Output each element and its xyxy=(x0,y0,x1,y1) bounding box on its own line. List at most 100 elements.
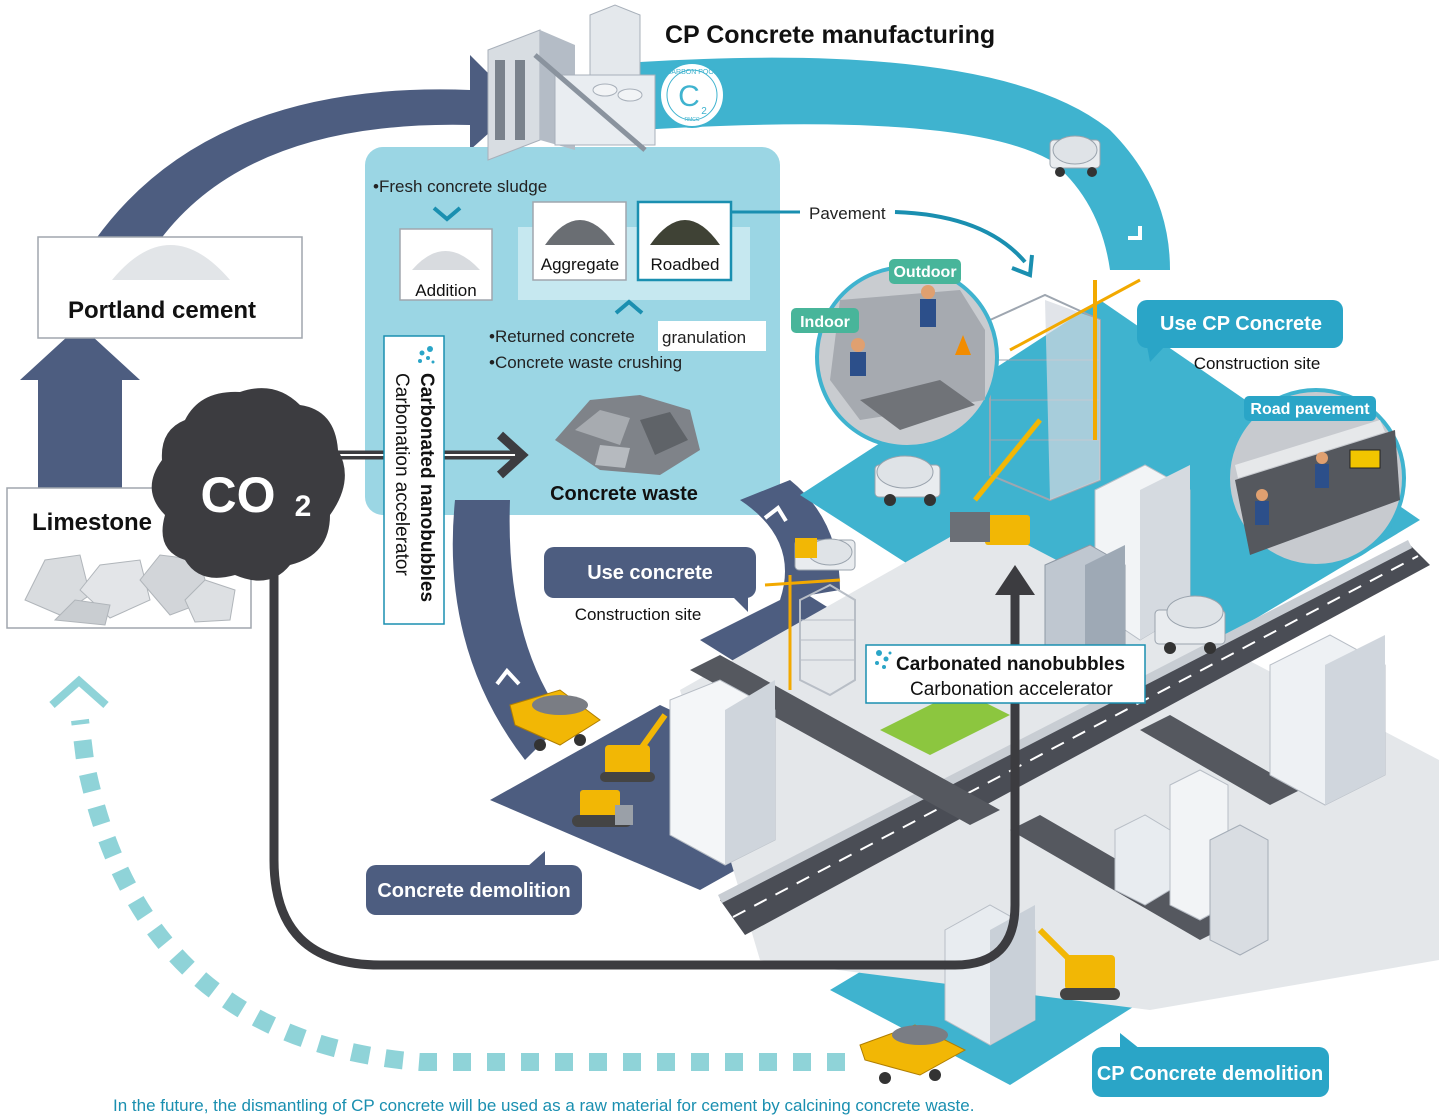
roadbed-card: Roadbed xyxy=(636,200,733,282)
pavement-arrow xyxy=(894,210,1027,264)
use-cp-concrete-subtitle: Construction site xyxy=(1194,354,1321,373)
nanobubbles-vertical-title: Carbonated nanobubbles xyxy=(416,373,437,602)
dump-truck-icon xyxy=(859,1024,967,1084)
co2-symbol: CO xyxy=(201,467,276,523)
addition-card: Addition xyxy=(399,228,493,301)
teal-arc-arrow xyxy=(640,57,1170,270)
limestone-rocks-icon xyxy=(24,554,236,626)
bubbles-icon xyxy=(418,346,435,364)
navy-loop-chevron-2 xyxy=(763,505,788,523)
navy-arc-arrow xyxy=(95,55,520,240)
returned-concrete-text: •Returned concrete xyxy=(489,327,635,346)
excavator-icon xyxy=(600,713,668,782)
dark-loop-arrow xyxy=(269,575,1020,970)
dark-loop-arrow-head xyxy=(995,565,1035,595)
mixer-truck-icon xyxy=(1154,595,1226,654)
crane-icon xyxy=(1009,278,1141,440)
footer-note: In the future, the dismantling of CP con… xyxy=(113,1096,974,1115)
addition-label: Addition xyxy=(415,281,476,300)
seal-bottom-text: RMCC xyxy=(685,117,700,123)
bulldozer-icon xyxy=(572,790,633,827)
mixer-truck-icon xyxy=(874,455,941,506)
use-cp-concrete-title: Use CP Concrete xyxy=(1160,313,1322,335)
bubbles-icon xyxy=(875,650,892,669)
road-center-line xyxy=(732,555,1419,918)
chevron-down-icon xyxy=(432,206,462,222)
cross-road-3 xyxy=(1140,715,1300,805)
park xyxy=(880,690,1010,755)
crane-icon xyxy=(764,575,841,690)
navy-loop-chevron-1 xyxy=(495,667,521,686)
concrete-waste-rubble-icon xyxy=(555,395,700,475)
cement-plant-icon xyxy=(487,4,656,161)
aggregate-card: Aggregate xyxy=(532,201,627,281)
building-icon xyxy=(1114,769,1269,956)
seal-subscript: 2 xyxy=(701,106,707,117)
nanobubbles-horizontal-subtitle: Carbonation accelerator xyxy=(910,679,1113,700)
indoor-outdoor-scene xyxy=(815,265,999,449)
roadbed-label: Roadbed xyxy=(650,255,719,274)
navy-up-arrow xyxy=(20,325,140,490)
cone-icon xyxy=(955,335,971,355)
portland-cement-label: Portland cement xyxy=(68,297,256,324)
nanobubbles-horizontal-card: Carbonated nanobubbles Carbonation accel… xyxy=(865,644,1146,704)
outdoor-label: Outdoor xyxy=(893,264,956,281)
use-cp-concrete-tag: Use CP Concrete Construction site xyxy=(1137,300,1343,373)
use-concrete-tag: Use concrete Construction site xyxy=(544,547,756,624)
concrete-demolition-tag: Concrete demolition xyxy=(366,851,582,915)
portland-cement-card: Portland cement xyxy=(37,236,303,339)
worker-icon xyxy=(1255,452,1329,525)
mixer-truck-icon xyxy=(794,538,856,571)
construction-building-icon xyxy=(799,583,856,697)
construction-building-icon xyxy=(989,293,1101,502)
building-icon xyxy=(669,679,776,866)
navy-loop-arrow xyxy=(452,500,565,760)
concrete-demolition-label: Concrete demolition xyxy=(377,880,570,902)
nanobubbles-vertical-subtitle: Carbonation accelerator xyxy=(391,373,412,576)
limestone-label: Limestone xyxy=(32,509,152,536)
barrier-icon xyxy=(1349,449,1381,469)
dotted-future-arrow xyxy=(71,718,845,1071)
outdoor-tag: Outdoor xyxy=(889,259,961,284)
aggregate-label: Aggregate xyxy=(541,255,619,274)
page-title: CP Concrete manufacturing xyxy=(665,21,995,49)
pavement-label: Pavement xyxy=(809,204,886,223)
granulation-text: granulation xyxy=(662,328,746,347)
carbon-pool-seal: CARBON POOL C 2 RMCC xyxy=(659,62,725,128)
road-rail xyxy=(718,540,1412,903)
roadbed-pile-icon xyxy=(650,220,720,245)
concrete-waste-label: Concrete waste xyxy=(550,483,698,505)
building-icon xyxy=(944,904,1036,1046)
teal-arrow-chevron xyxy=(1128,226,1142,240)
chevron-up-icon xyxy=(614,299,644,315)
co2-cloud: CO 2 xyxy=(151,388,345,581)
waste-crushing-text: •Concrete waste crushing xyxy=(489,353,682,372)
seal-symbol: C xyxy=(678,80,700,113)
cement-pile-icon xyxy=(112,245,230,280)
indoor-tag: Indoor xyxy=(791,308,859,333)
worker-icon xyxy=(850,285,936,376)
mixer-truck-icon xyxy=(1049,135,1101,177)
road-pavement-label: Road pavement xyxy=(1250,401,1370,418)
dump-truck-icon xyxy=(509,689,601,751)
dotted-arrow-chevron xyxy=(49,675,109,708)
granulation-box xyxy=(658,321,766,351)
cp-concrete-demolition-tag: CP Concrete demolition xyxy=(1092,1033,1329,1097)
co2-subscript: 2 xyxy=(295,490,312,523)
road-pavement-scene xyxy=(1226,388,1406,568)
indoor-label: Indoor xyxy=(800,314,850,331)
sludge-text: •Fresh concrete sludge xyxy=(373,177,547,196)
use-concrete-title: Use concrete xyxy=(587,562,713,584)
excavator-icon xyxy=(1037,927,1120,1000)
co2-arrow-head xyxy=(496,431,529,479)
nanobubbles-vertical-card: Carbonated nanobubbles Carbonation accel… xyxy=(383,335,445,625)
road-pavement-tag: Road pavement xyxy=(1244,396,1376,421)
cp-concrete-demolition-label: CP Concrete demolition xyxy=(1097,1063,1323,1085)
cement-pile-icon xyxy=(412,251,480,270)
nanobubbles-horizontal-title: Carbonated nanobubbles xyxy=(896,654,1125,675)
aggregate-pile-icon xyxy=(545,220,615,245)
use-concrete-subtitle: Construction site xyxy=(575,605,702,624)
building-icon xyxy=(1269,634,1386,806)
seal-top-text: CARBON POOL xyxy=(666,69,717,76)
